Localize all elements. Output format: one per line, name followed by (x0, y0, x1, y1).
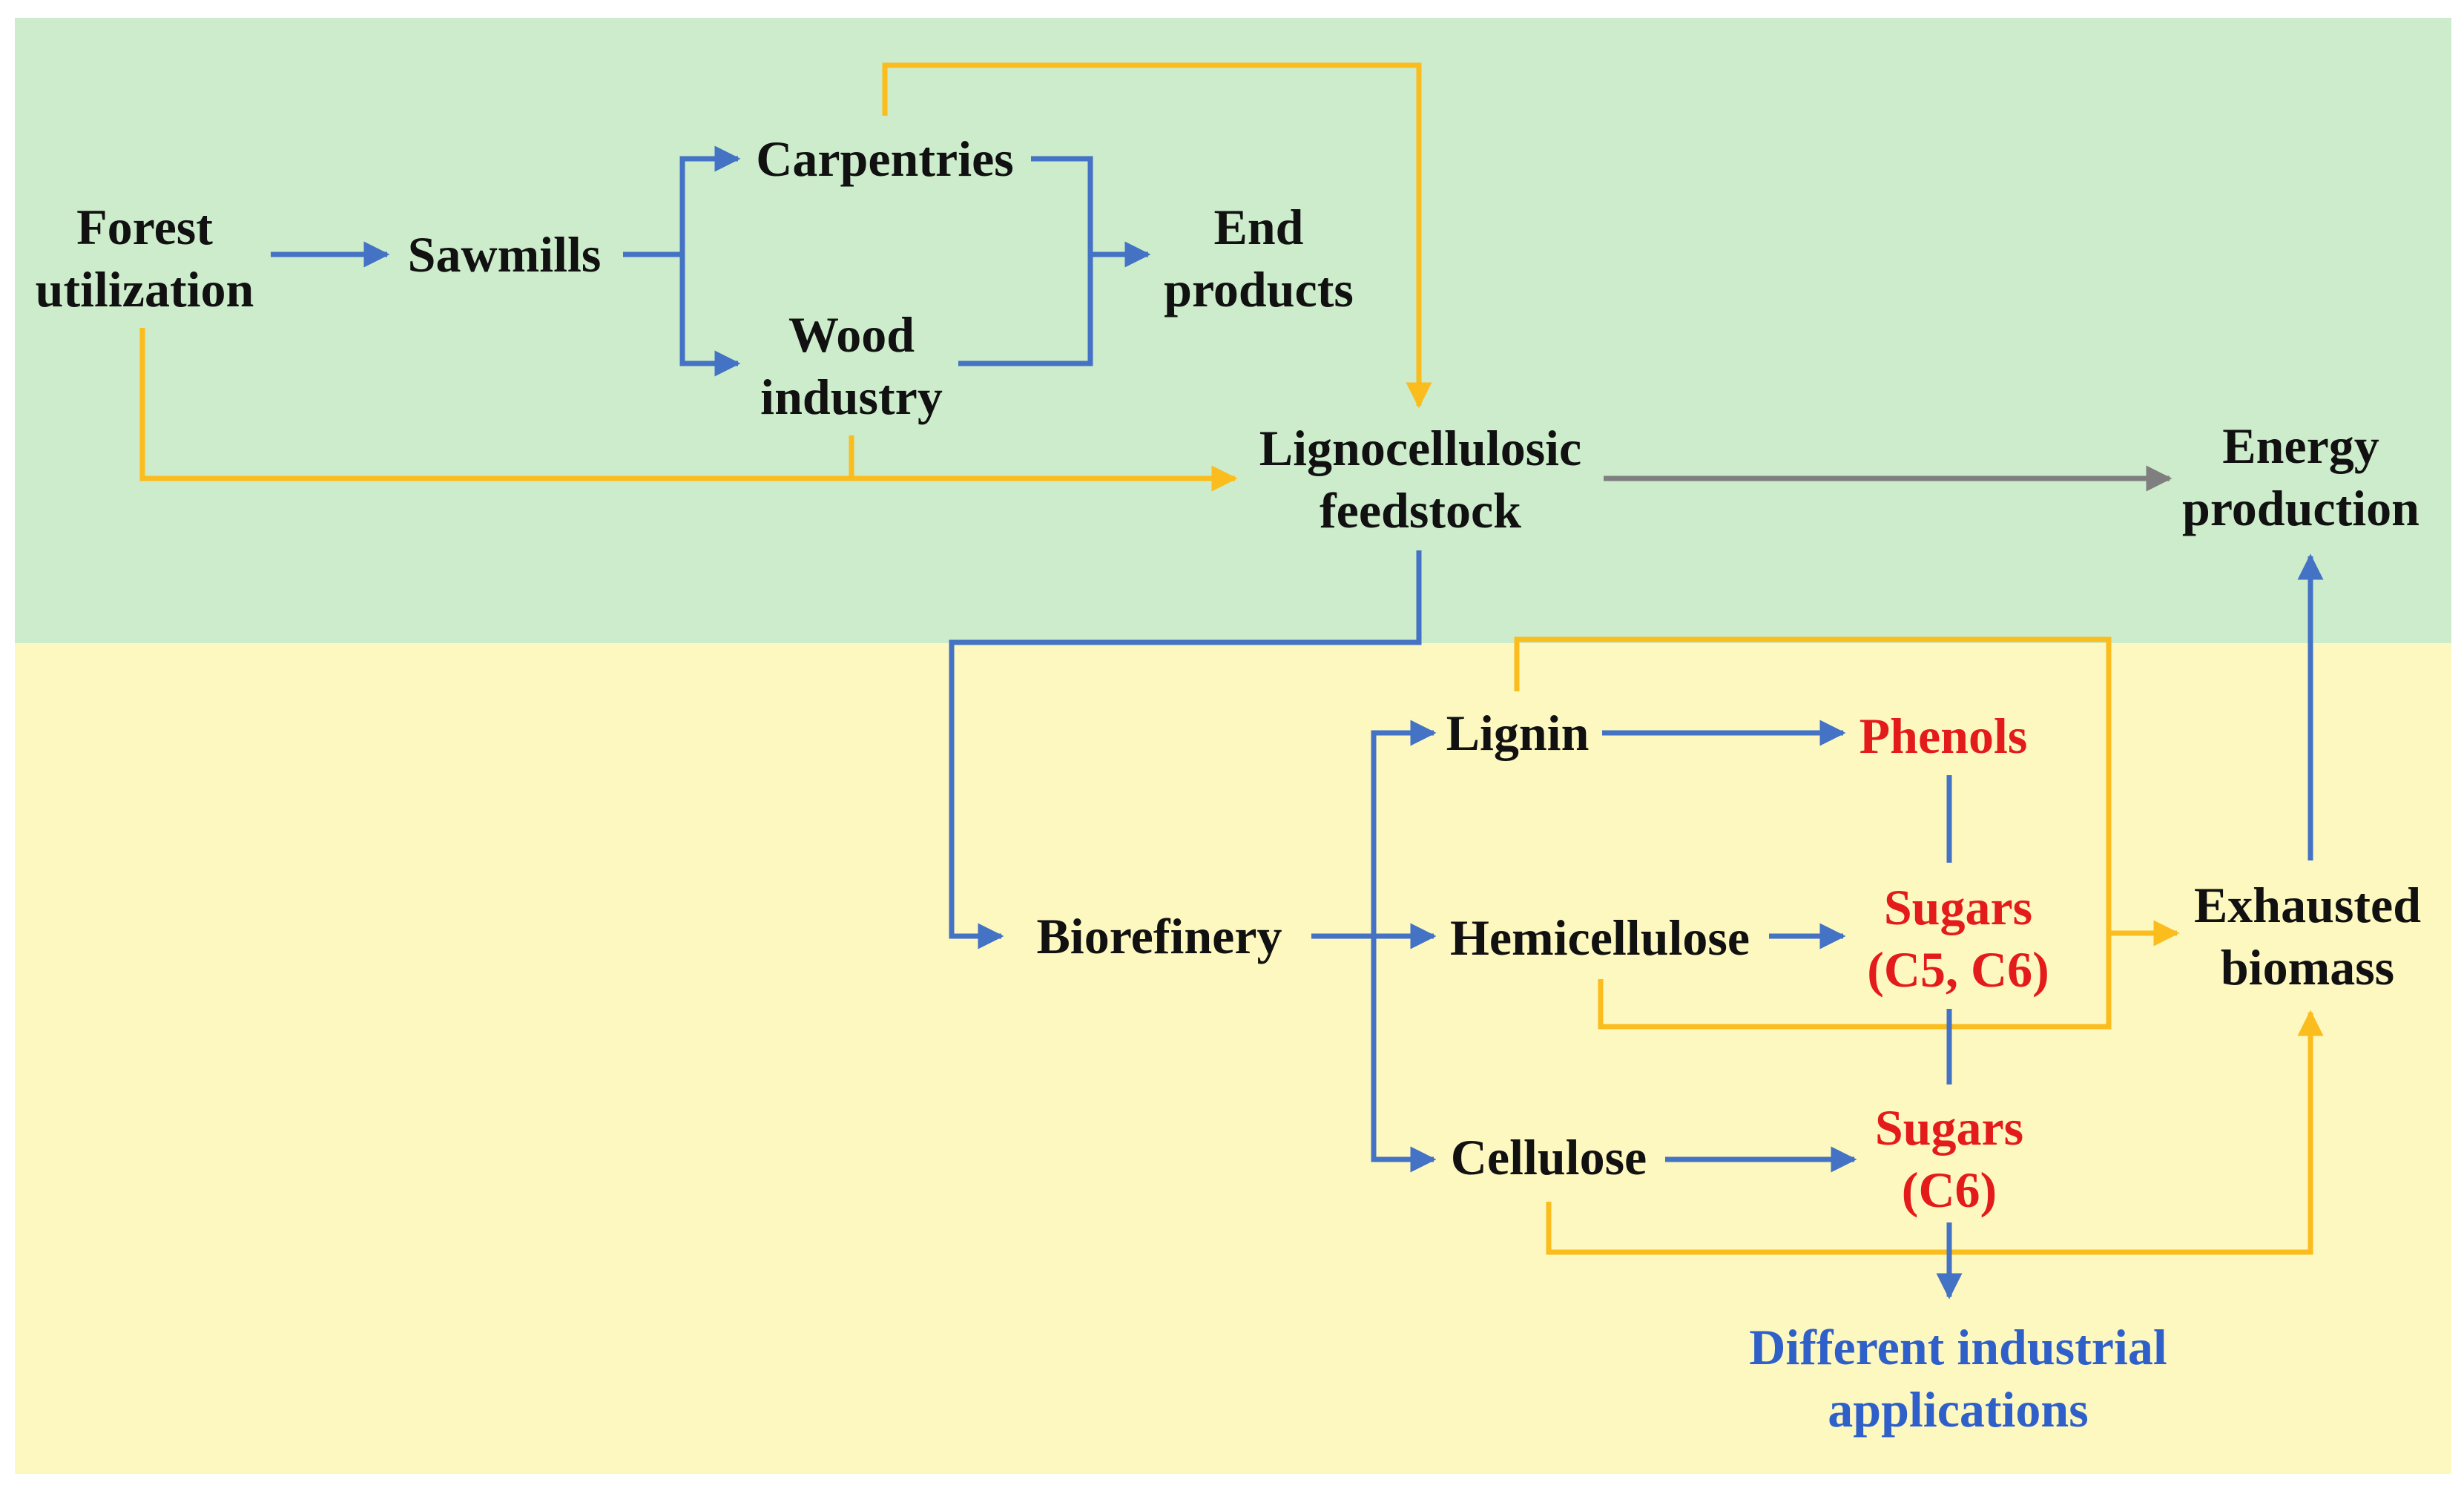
flow-forest-to-feedstock (139, 328, 1238, 492)
node-sugars-c6: Sugars (C6) (1874, 1099, 2024, 1218)
flow-hemicellulose-residue (1598, 933, 2112, 1030)
node-energy-production: Energy production (2182, 418, 2419, 536)
node-end-products: End products (1164, 199, 1354, 317)
node-phenols: Phenols (1859, 708, 2028, 764)
node-industrial-applications: Different industrial applications (1749, 1319, 2167, 1438)
flow-sawmills-to-carpentries (679, 145, 741, 254)
node-sugars-c5-c6: Sugars (C5, C6) (1867, 879, 2049, 998)
node-forest-utilization: Forest utilization (35, 199, 254, 317)
node-wood-industry: Wood industry (760, 306, 943, 425)
node-biorefinery: Biorefinery (1036, 908, 1282, 964)
flow-lignin-residue (1514, 636, 2112, 933)
upper-band (15, 18, 2451, 643)
node-sawmills: Sawmills (407, 226, 602, 283)
node-carpentries: Carpentries (756, 131, 1014, 187)
flow-carpentries-to-feedstock (882, 62, 1432, 409)
lower-band (15, 643, 2451, 1474)
flow-carpentries-to-end-products (958, 156, 1093, 366)
node-lignocellulosic-feedstock: Lignocellulosic feedstock (1259, 420, 1582, 539)
flow-branch-to-cellulose (1371, 936, 1437, 1173)
node-exhausted-biomass: Exhausted biomass (2193, 877, 2422, 995)
flow-cellulose-to-exhausted-biomass (1546, 1010, 2324, 1255)
node-lignin: Lignin (1446, 705, 1590, 761)
node-hemicellulose: Hemicellulose (1449, 909, 1750, 966)
flow-feedstock-to-biorefinery (949, 550, 1422, 949)
node-cellulose: Cellulose (1450, 1129, 1647, 1185)
flow-branch-to-lignin (1371, 720, 1437, 936)
flow-sawmills-to-wood-industry (679, 254, 741, 377)
